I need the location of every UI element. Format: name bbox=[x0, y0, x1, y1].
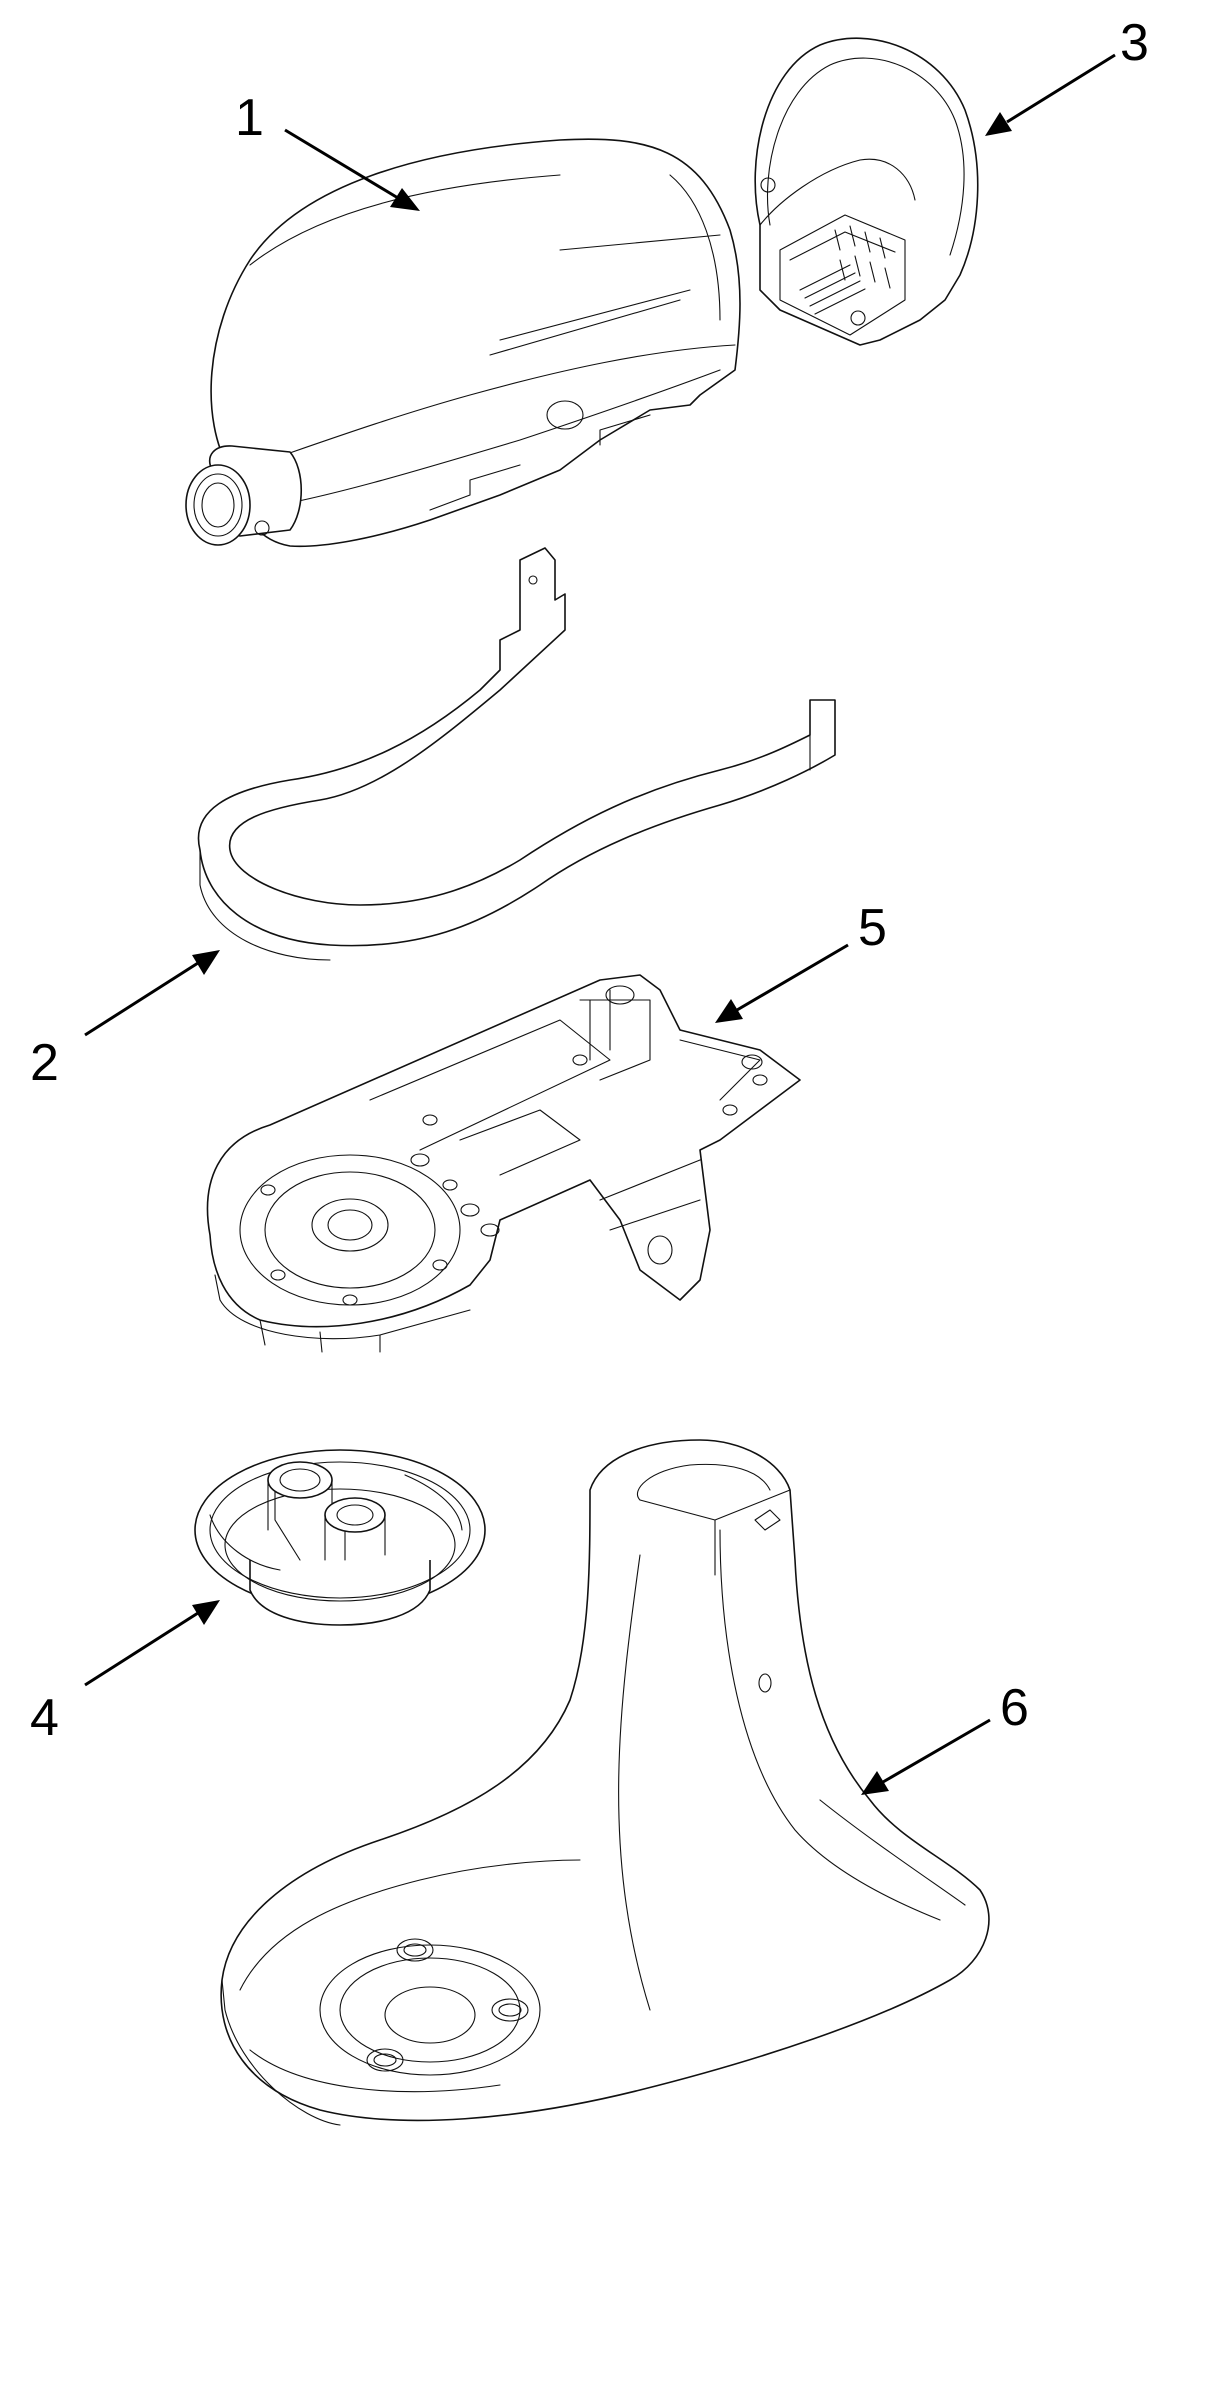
part-5-gear-case bbox=[206, 974, 801, 1353]
part-6-pedestal-base bbox=[220, 1439, 990, 2126]
part-4-planetary-housing bbox=[194, 1449, 486, 1626]
callout-arrow-3 bbox=[985, 53, 1116, 136]
part-1-motor-housing bbox=[185, 138, 741, 548]
callout-label-6: 6 bbox=[1000, 1679, 1029, 1737]
callout-label-4: 4 bbox=[30, 1689, 59, 1747]
callout-label-5: 5 bbox=[858, 899, 887, 957]
callout-arrow-4 bbox=[84, 1600, 220, 1687]
callout-arrow-2 bbox=[84, 950, 220, 1037]
callout-arrow-6 bbox=[861, 1718, 991, 1795]
callout-arrow-5 bbox=[715, 943, 849, 1023]
part-2-trim-band bbox=[197, 547, 836, 961]
callout-arrow-1 bbox=[284, 128, 420, 211]
callout-label-2: 2 bbox=[30, 1034, 59, 1092]
callout-label-1: 1 bbox=[235, 89, 264, 147]
part-3-rear-cover bbox=[754, 37, 979, 346]
callout-label-3: 3 bbox=[1120, 14, 1149, 72]
